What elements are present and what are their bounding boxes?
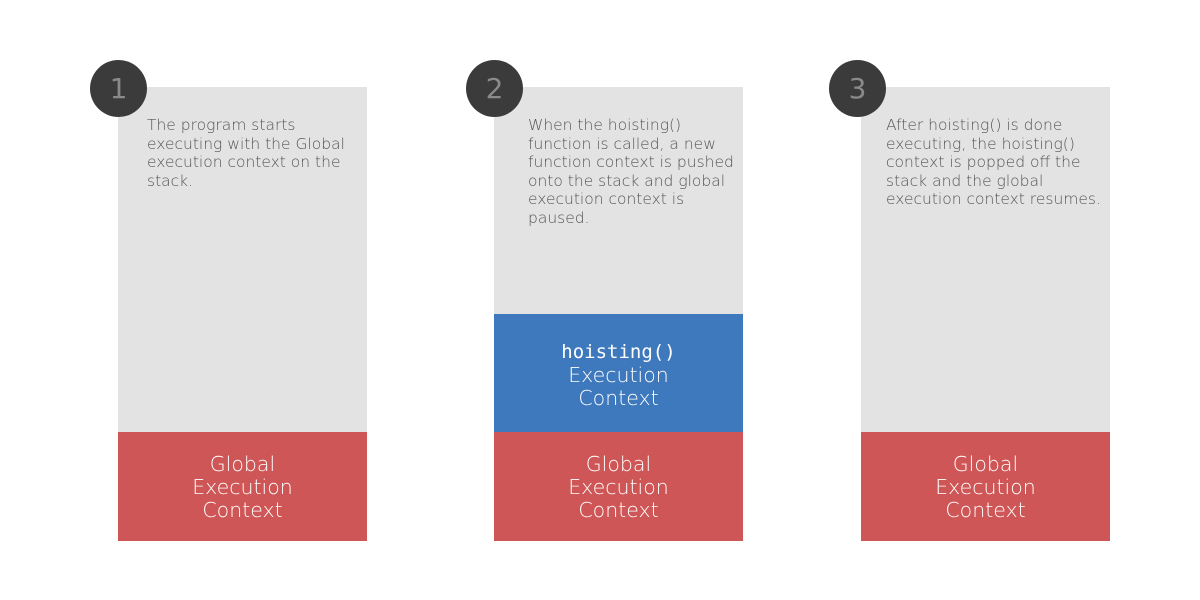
step-1-number-badge: 1	[90, 60, 147, 117]
step-3-description: After hoisting() is done executing, the …	[886, 116, 1101, 208]
step-1-description: The program starts executing with the Gl…	[147, 116, 345, 190]
frame-label-line: Context	[578, 386, 659, 410]
frame-label-line: Context	[945, 498, 1026, 522]
step-3-stack-panel: After hoisting() is done executing, the …	[861, 87, 1110, 541]
step-2-global-execution-context: Global Execution Context	[494, 432, 743, 541]
frame-label-line: Execution	[935, 475, 1036, 499]
frame-label-line: Global	[209, 452, 276, 476]
frame-label-line: Execution	[568, 475, 669, 499]
step-3-number-badge: 3	[829, 60, 886, 117]
frame-label-line: Global	[952, 452, 1019, 476]
step-2-description: When the hoisting() function is called, …	[528, 116, 734, 227]
frame-label-line: Context	[202, 498, 283, 522]
frame-label-line: Context	[578, 498, 659, 522]
frame-label-line: Global	[585, 452, 652, 476]
step-1-stack-panel: The program starts executing with the Gl…	[118, 87, 367, 541]
step-2-stack-panel: When the hoisting() function is called, …	[494, 87, 743, 541]
frame-label-line: Execution	[192, 475, 293, 499]
step-2-number-badge: 2	[466, 60, 523, 117]
step-1-global-execution-context: Global Execution Context	[118, 432, 367, 541]
function-name-label: hoisting()	[561, 341, 676, 363]
frame-label-line: Execution	[568, 363, 669, 387]
step-2-hoisting-execution-context: hoisting() Execution Context	[494, 314, 743, 432]
step-3-global-execution-context: Global Execution Context	[861, 432, 1110, 541]
